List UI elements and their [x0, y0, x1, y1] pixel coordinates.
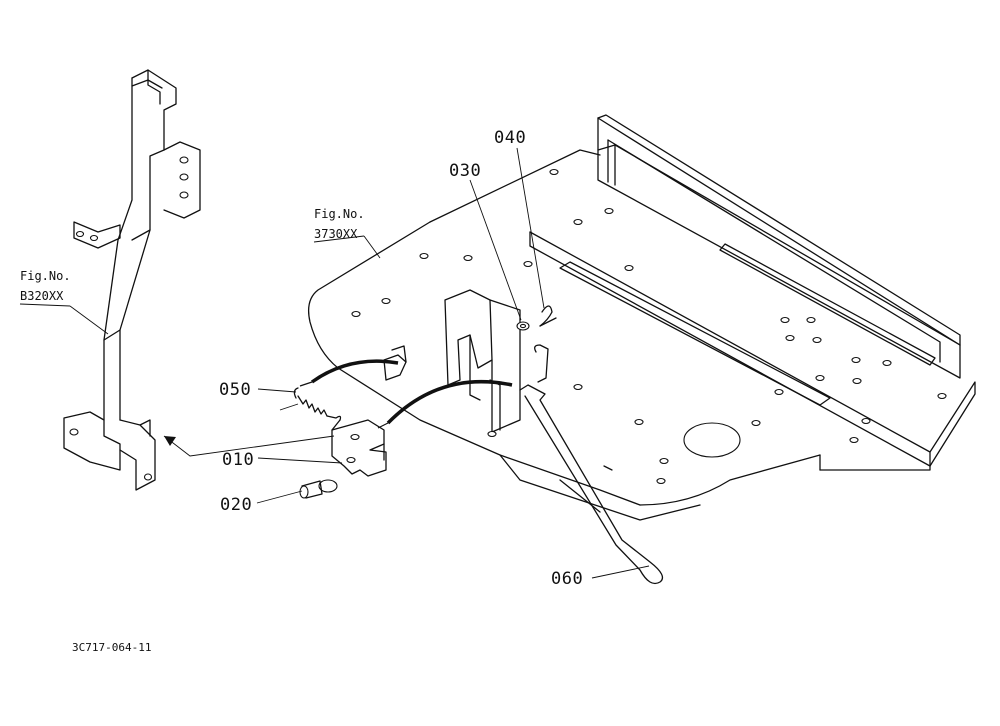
callout-050: 050 [219, 380, 251, 400]
plate-holes [351, 168, 947, 485]
latch-plate [331, 419, 387, 477]
leader-lines [69, 147, 650, 579]
bolt [299, 479, 338, 499]
callout-010: 010 [222, 450, 254, 470]
latch-tab [383, 345, 407, 381]
callout-060: 060 [551, 569, 583, 589]
floor-plate [307, 114, 976, 521]
washer [516, 321, 530, 331]
assembly-arrows [163, 359, 513, 457]
spring [293, 387, 342, 421]
fig-number-right: 3730XX [314, 227, 358, 241]
fig-label-right: Fig.No. [314, 207, 365, 221]
fig-label-left: Fig.No. [20, 269, 71, 283]
drawing-code: 3C717-064-11 [72, 641, 151, 654]
callout-020: 020 [220, 495, 252, 515]
lock-rod [519, 344, 664, 585]
fig-number-left: B320XX [20, 289, 64, 303]
callout-030: 030 [449, 161, 481, 181]
clip [539, 305, 557, 327]
callout-040: 040 [494, 128, 526, 148]
frame-member [63, 69, 201, 491]
